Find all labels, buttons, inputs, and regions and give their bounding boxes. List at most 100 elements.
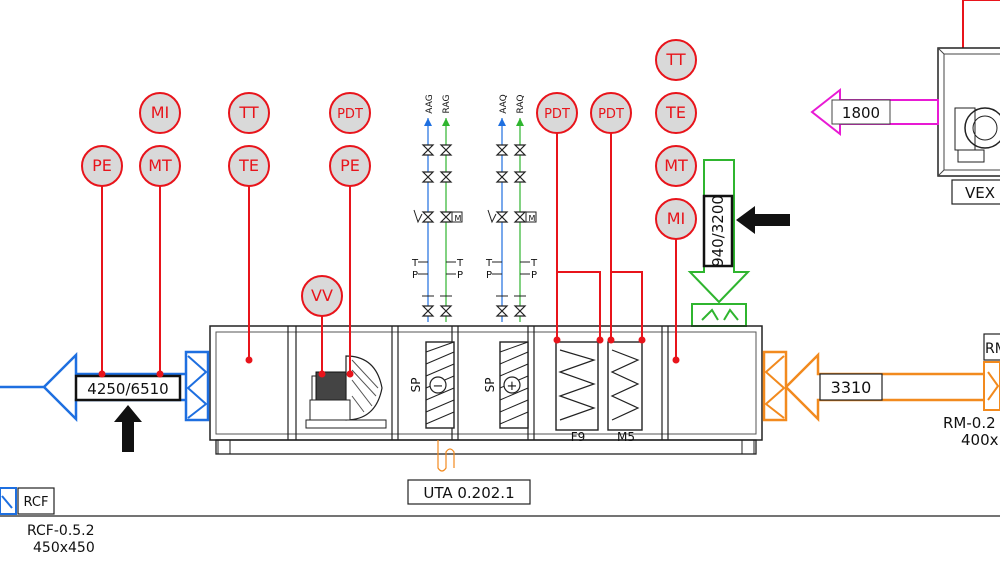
- instrument-mi1: MI: [139, 92, 181, 134]
- outdoor-air-arrow: [784, 351, 1000, 423]
- instrument-bubble: [590, 92, 632, 134]
- rcf-damper: [0, 487, 17, 515]
- instrument-label: PDT: [544, 107, 570, 122]
- instrument-label: TE: [238, 156, 259, 175]
- instrument-mi2: MI: [655, 198, 697, 240]
- vex-fan: [937, 47, 1000, 177]
- instrument-pdt2: PDT: [536, 92, 578, 134]
- heating-valve-train: [487, 118, 537, 322]
- instrument-pe1: PE: [81, 145, 123, 187]
- filter-m5-label: M5: [617, 430, 635, 444]
- instrument-pe2: PE: [329, 145, 371, 187]
- rm-tag-box: [983, 333, 1000, 361]
- instrument-mt2: MT: [655, 145, 697, 187]
- outdoor-flow-value: 3310: [831, 378, 872, 397]
- instrument-bubble: [655, 198, 697, 240]
- filter-f9: [555, 341, 599, 431]
- heating-p-left: P: [486, 270, 492, 281]
- cooling-coil-symbol: −: [433, 379, 444, 394]
- instrument-tt2: TT: [655, 39, 697, 81]
- vex-label: VEX: [965, 184, 995, 202]
- condensate-drain: [437, 440, 455, 472]
- rm-tag: RM: [985, 341, 1000, 357]
- instrument-bubble: [301, 275, 343, 317]
- heating-coil-label: SP: [483, 378, 497, 393]
- instrument-mt1: MT: [139, 145, 181, 187]
- cooling-supply-label: AAG: [425, 94, 435, 113]
- rm-size: 400x: [961, 431, 999, 449]
- heating-coil: [499, 341, 529, 429]
- instrument-label: VV: [311, 286, 333, 305]
- cooling-coil: [425, 341, 455, 429]
- exhaust-flow-value: 4250/6510: [87, 380, 168, 398]
- instrument-dots: [98, 336, 680, 378]
- rcf-size: 450x450: [33, 540, 95, 556]
- heating-return-label: RAQ: [516, 95, 526, 114]
- instrument-bubble: [228, 145, 270, 187]
- instrument-bubble: [536, 92, 578, 134]
- rcf-name: RCF-0.5.2: [27, 523, 95, 539]
- cooling-motor-label: M: [455, 214, 462, 223]
- instrument-label: MT: [664, 156, 688, 175]
- instrument-pdt1: PDT: [329, 92, 371, 134]
- unit-label: UTA 0.202.1: [423, 484, 514, 502]
- instrument-bubble: [329, 92, 371, 134]
- instrument-bubble: [655, 39, 697, 81]
- heating-supply-label: AAQ: [499, 94, 509, 114]
- cooling-coil-label: SP: [409, 378, 423, 393]
- cooling-return-label: RAG: [442, 95, 452, 114]
- instrument-label: MT: [148, 156, 172, 175]
- supply-fan: [305, 355, 387, 429]
- vex-flow-value: 1800: [842, 104, 880, 122]
- rcf-tag-box: [17, 487, 55, 515]
- exhaust-damper: [184, 350, 210, 422]
- heating-p-right: P: [531, 270, 537, 281]
- instrument-label: TT: [665, 50, 685, 69]
- supply-flow-box: [702, 194, 734, 268]
- instrument-label: MI: [151, 103, 170, 122]
- heating-t-left: T: [485, 258, 493, 269]
- instrument-label: PDT: [598, 107, 624, 122]
- instrument-bubble: [228, 92, 270, 134]
- instrument-label: TE: [665, 103, 686, 122]
- instrument-vv1: VV: [301, 275, 343, 317]
- vex-label-box: [951, 179, 1000, 205]
- exhaust-flow-box: [74, 374, 182, 402]
- rcf-tag: RCF: [24, 495, 49, 510]
- supply-flow-value: 940/3200: [709, 195, 727, 267]
- filter-m5: [607, 341, 643, 431]
- heating-t-right: T: [530, 258, 538, 269]
- instrument-bubble: [139, 145, 181, 187]
- instrument-te1: TE: [228, 145, 270, 187]
- instrument-label: TT: [238, 103, 258, 122]
- outdoor-flow-box: [819, 373, 883, 401]
- instrument-label: PE: [92, 156, 112, 175]
- filter-f9-label: F9: [571, 430, 586, 444]
- rcf-damper-blade: [1, 495, 13, 509]
- instrument-bubble: [655, 145, 697, 187]
- unit-label-box: [407, 479, 531, 505]
- instrument-label: PE: [340, 156, 360, 175]
- cooling-valve-train: [413, 118, 463, 322]
- instrument-pdt3: PDT: [590, 92, 632, 134]
- instrument-tt1: TT: [228, 92, 270, 134]
- supply-indicator-arrow: [736, 206, 790, 234]
- instrument-te2: TE: [655, 92, 697, 134]
- instrument-label: MI: [667, 209, 686, 228]
- instrument-bubble: [139, 92, 181, 134]
- heating-coil-symbol: +: [507, 379, 518, 394]
- instrument-bubble: [655, 92, 697, 134]
- instrument-bubble: [329, 145, 371, 187]
- vex-flow-box: [831, 99, 891, 125]
- cooling-p-left: P: [412, 270, 418, 281]
- heating-motor-label: M: [529, 214, 536, 223]
- instrument-label: PDT: [337, 107, 363, 122]
- exhaust-indicator-arrow: [114, 405, 142, 452]
- instrument-bubble: [81, 145, 123, 187]
- cooling-t-left: T: [411, 258, 419, 269]
- cooling-p-right: P: [457, 270, 463, 281]
- instrument-lines: [101, 130, 677, 374]
- outdoor-damper: [762, 350, 788, 422]
- rm-name: RM-0.2: [943, 414, 996, 432]
